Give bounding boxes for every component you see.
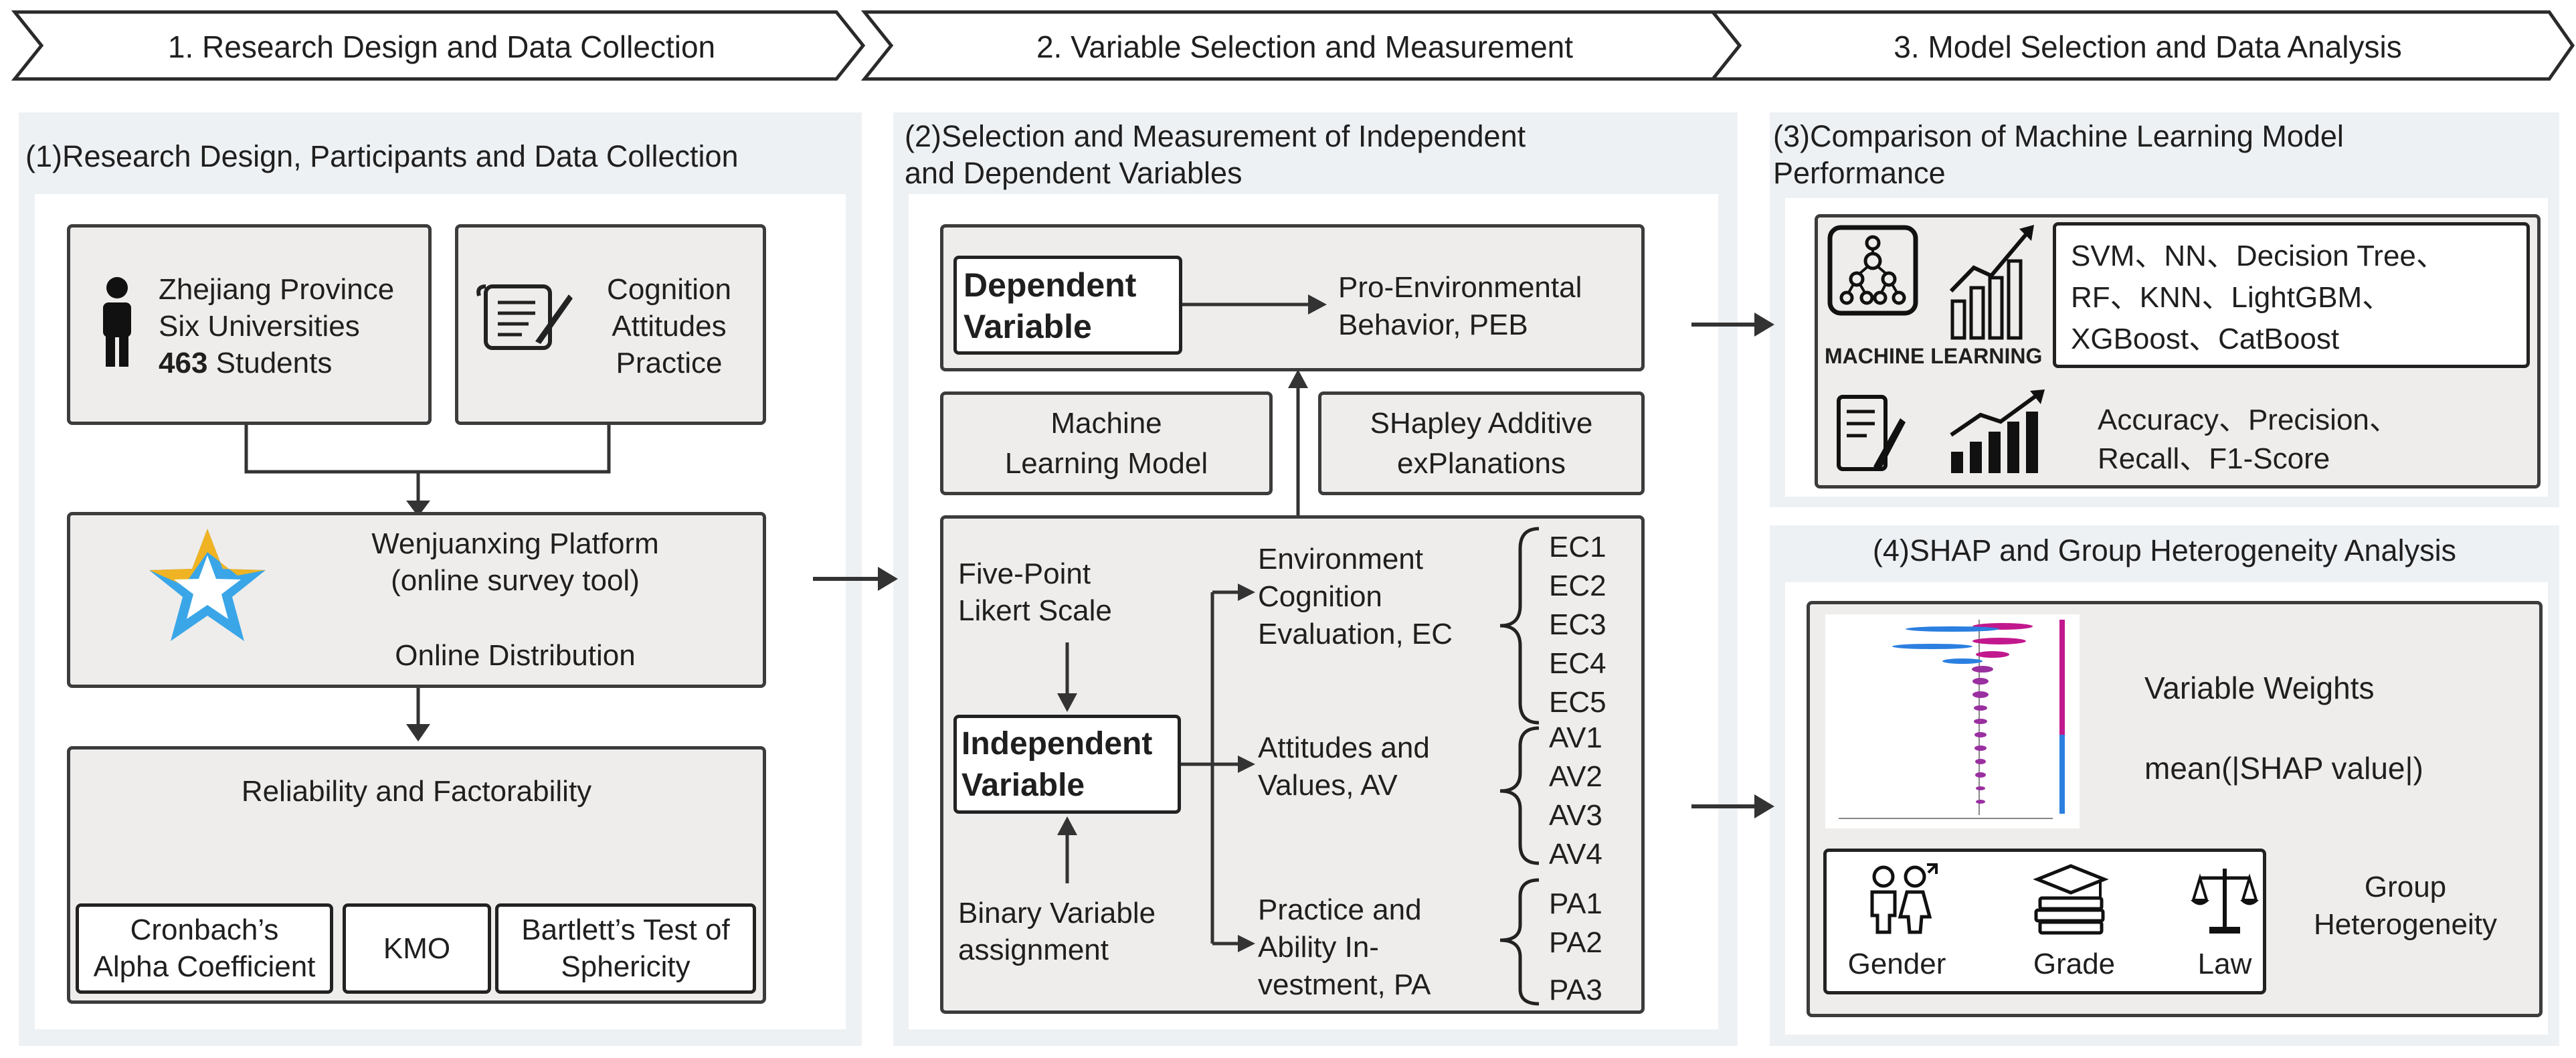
law-scales-icon bbox=[2191, 869, 2259, 934]
heterogeneity-line-2: Heterogeneity bbox=[2314, 908, 2497, 941]
participants-line-2: Six Universities bbox=[159, 310, 360, 343]
metrics-line-1: Accuracy、Precision、 bbox=[2098, 404, 2399, 436]
gender-icon bbox=[1870, 863, 1938, 934]
bar-chart-arrow-icon bbox=[1950, 389, 2045, 473]
dimensions-box bbox=[455, 224, 766, 425]
ec-label-line-3: Evaluation, EC bbox=[1258, 618, 1453, 650]
ec-label-line-1: Environment bbox=[1258, 543, 1424, 576]
ec-item-3: EC3 bbox=[1549, 608, 1606, 641]
binary-line-1: Binary Variable bbox=[958, 897, 1156, 930]
panel-3-title-line-2: Performance bbox=[1773, 156, 1946, 190]
dimension-practice: Practice bbox=[616, 347, 723, 379]
shap-line-1: SHapley Additive bbox=[1370, 407, 1593, 440]
stage-1-label: 1. Research Design and Data Collection bbox=[167, 29, 716, 64]
dimension-attitudes: Attitudes bbox=[612, 310, 727, 343]
models-line-3: XGBoost、CatBoost bbox=[2071, 323, 2340, 355]
av-label-line-2: Values, AV bbox=[1258, 769, 1398, 802]
ec-item-1: EC1 bbox=[1549, 531, 1606, 563]
ec-item-5: EC5 bbox=[1549, 686, 1606, 719]
heterogeneity-line-1: Group bbox=[2364, 871, 2447, 903]
pa-label-line-2: Ability In- bbox=[1258, 931, 1379, 964]
metrics-line-2: Recall、F1-Score bbox=[2098, 442, 2330, 475]
independent-line-1: Independent bbox=[961, 726, 1153, 762]
participant-count-suffix: Students bbox=[207, 347, 333, 379]
models-line-2: RF、KNN、LightGBM、 bbox=[2071, 281, 2392, 314]
shap-box bbox=[1318, 391, 1645, 495]
peb-line-1: Pro-Environmental bbox=[1338, 271, 1582, 304]
scroll-quill-icon bbox=[476, 284, 573, 350]
panel-4-title: (4)SHAP and Group Heterogeneity Analysis bbox=[1872, 533, 2457, 567]
ml-model-box bbox=[940, 391, 1273, 495]
platform-line-1: Wenjuanxing Platform bbox=[371, 527, 659, 560]
av-item-2: AV2 bbox=[1549, 760, 1602, 793]
dependent-line-2: Variable bbox=[963, 308, 1092, 345]
peb-line-2: Behavior, PEB bbox=[1338, 308, 1528, 341]
av-item-1: AV1 bbox=[1549, 721, 1602, 754]
dependent-line-1: Dependent bbox=[963, 266, 1137, 304]
growth-chart-icon bbox=[1949, 225, 2034, 340]
av-item-4: AV4 bbox=[1549, 838, 1602, 871]
books-grade-icon bbox=[2033, 864, 2109, 935]
cronbach-line-1: Cronbach’s bbox=[130, 913, 279, 946]
kmo-box bbox=[343, 903, 491, 994]
models-list-box bbox=[2053, 222, 2530, 368]
binary-line-2: assignment bbox=[958, 934, 1109, 966]
ml-icon-label: MACHINE LEARNING bbox=[1825, 344, 2043, 368]
ec-item-4: EC4 bbox=[1549, 647, 1606, 680]
bartlett-line-1: Bartlett’s Test of bbox=[521, 913, 730, 946]
stage-2-label: 2. Variable Selection and Measurement bbox=[1036, 29, 1574, 64]
group-gender: Gender bbox=[1847, 948, 1946, 980]
bartlett-line-2: Sphericity bbox=[561, 950, 691, 983]
bartlett-box bbox=[495, 903, 756, 994]
likert-line-1: Five-Point bbox=[958, 557, 1091, 590]
pa-item-3: PA3 bbox=[1549, 974, 1602, 1006]
panel-1-title: (1)Research Design, Participants and Dat… bbox=[25, 139, 739, 173]
dependent-variable-box bbox=[953, 256, 1182, 355]
variable-weights-label: Variable Weights bbox=[2144, 671, 2375, 705]
participants-line-1: Zhejiang Province bbox=[159, 273, 395, 306]
panel-2-title-line-2: and Dependent Variables bbox=[905, 156, 1243, 190]
ec-label-line-2: Cognition bbox=[1258, 580, 1382, 613]
stage-3-label: 3. Model Selection and Data Analysis bbox=[1894, 29, 2402, 64]
models-line-1: SVM、NN、Decision Tree、 bbox=[2071, 240, 2446, 272]
ml-model-line-1: Machine bbox=[1050, 407, 1162, 440]
ec-item-2: EC2 bbox=[1549, 569, 1606, 602]
star-icon bbox=[149, 529, 266, 641]
group-law: Law bbox=[2197, 948, 2252, 980]
group-grade: Grade bbox=[2033, 948, 2116, 980]
shap-summary-thumbnail bbox=[1825, 614, 2080, 828]
ml-network-icon bbox=[1827, 225, 1918, 316]
av-label-line-1: Attitudes and bbox=[1258, 731, 1430, 764]
av-item-3: AV3 bbox=[1549, 799, 1602, 832]
cronbach-line-2: Alpha Coefficient bbox=[93, 950, 316, 983]
kmo-label: KMO bbox=[383, 932, 451, 965]
mean-shap-label: mean(|SHAP value|) bbox=[2144, 751, 2423, 786]
pa-item-1: PA1 bbox=[1549, 887, 1602, 920]
panel-3-title-line-1: (3)Comparison of Machine Learning Model bbox=[1773, 119, 2344, 153]
panel-2-title-line-1: (2)Selection and Measurement of Independ… bbox=[905, 119, 1526, 153]
person-icon bbox=[103, 277, 131, 367]
pa-label-line-1: Practice and bbox=[1258, 893, 1422, 926]
participants-line-3: 463 Students bbox=[159, 345, 332, 382]
cronbach-box bbox=[76, 903, 333, 994]
independent-line-2: Variable bbox=[961, 768, 1085, 803]
likert-line-2: Likert Scale bbox=[958, 594, 1112, 627]
reliability-title: Reliability and Factorability bbox=[241, 775, 592, 808]
pa-item-2: PA2 bbox=[1549, 926, 1602, 959]
shap-line-2: exPlanations bbox=[1397, 447, 1566, 480]
participant-count: 463 bbox=[159, 347, 208, 379]
report-pen-icon bbox=[1837, 395, 1906, 471]
platform-line-2: (online survey tool) bbox=[391, 564, 640, 597]
independent-variable-box bbox=[953, 715, 1181, 814]
ml-model-line-2: Learning Model bbox=[1004, 447, 1208, 480]
platform-line-3: Online Distribution bbox=[395, 639, 636, 672]
pa-label-line-3: vestment, PA bbox=[1258, 968, 1431, 1001]
dimension-cognition: Cognition bbox=[607, 273, 731, 306]
